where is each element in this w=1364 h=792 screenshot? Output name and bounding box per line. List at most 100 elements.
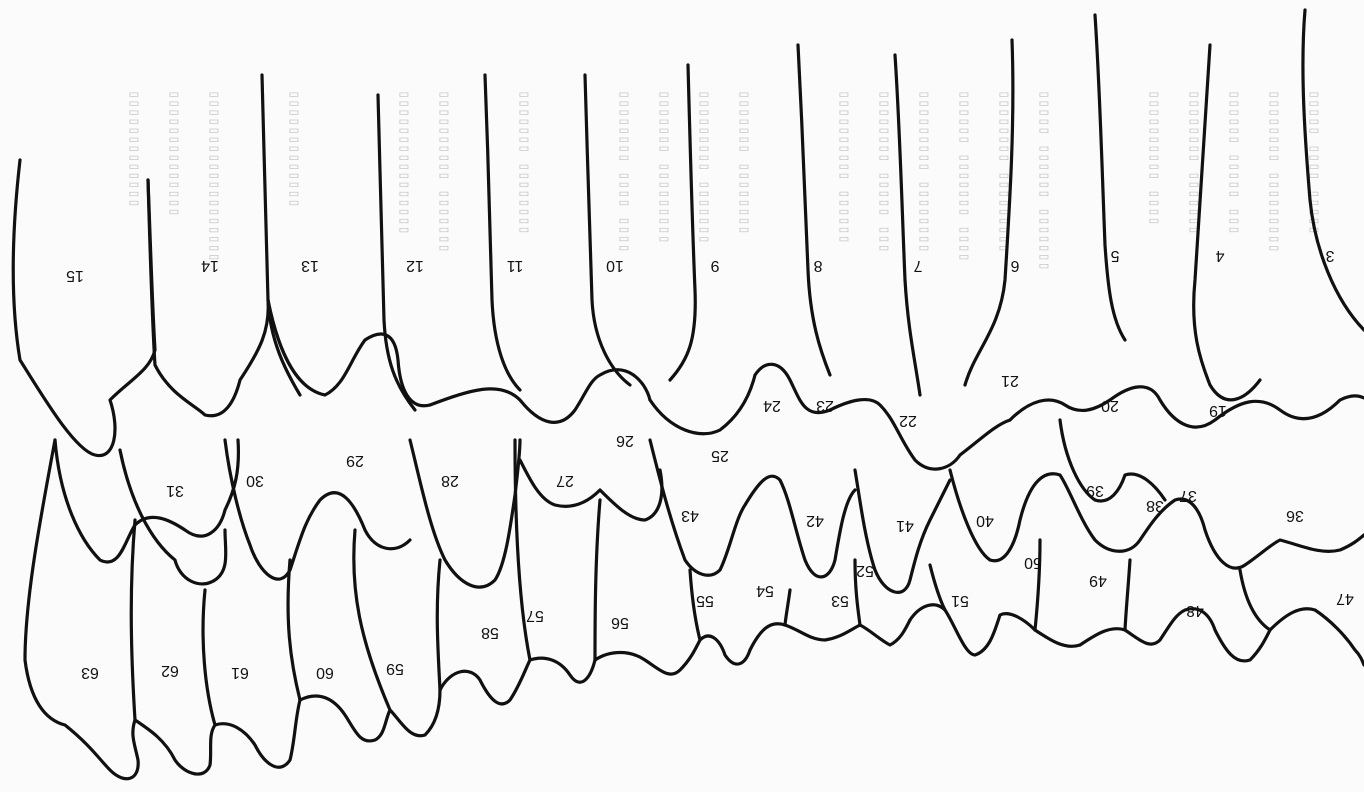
region-labels: 3456789101112131415192021222324252627282…	[66, 247, 1354, 681]
region-label: 61	[231, 664, 249, 681]
region-label: 48	[1186, 602, 1204, 619]
region-label: 15	[66, 267, 84, 284]
svg-text:▯▯▯▯▯▯▯▯▯▯▯▯▯▯: ▯▯▯▯▯▯▯▯▯▯▯▯▯▯	[165, 90, 182, 216]
outline-divider	[203, 590, 215, 725]
outline-divider	[354, 530, 390, 710]
svg-text:▯▯▯▯▯▯▯▯▯▯▯▯▯▯▯▯: ▯▯▯▯▯▯▯▯▯▯▯▯▯▯▯▯	[395, 90, 412, 235]
outline-divider	[785, 590, 790, 625]
region-label: 23	[816, 397, 834, 414]
svg-text:▯▯▯▯▯▯▯ ▯▯▯▯▯▯▯▯: ▯▯▯▯▯▯▯ ▯▯▯▯▯▯▯▯	[735, 90, 752, 234]
region-label: 14	[201, 257, 219, 274]
region-label: 21	[1001, 372, 1019, 389]
outline-row2-mid-c	[410, 440, 520, 587]
region-label: 12	[406, 257, 424, 274]
region-label: 26	[616, 432, 634, 449]
svg-text:▯▯▯▯▯▯▯▯▯▯ ▯▯▯▯: ▯▯▯▯▯▯▯▯▯▯ ▯▯▯▯	[1145, 90, 1162, 225]
outline-teeth-h	[1270, 609, 1364, 665]
outline-divider	[1035, 540, 1040, 630]
outline-strand	[670, 65, 695, 380]
svg-text:▯▯▯▯▯▯▯▯▯▯▯▯▯▯▯▯▯▯▯: ▯▯▯▯▯▯▯▯▯▯▯▯▯▯▯▯▯▯▯	[205, 90, 222, 262]
region-label: 25	[711, 447, 729, 464]
svg-text:▯▯▯▯▯▯▯▯▯▯ ▯▯▯▯▯▯: ▯▯▯▯▯▯▯▯▯▯ ▯▯▯▯▯▯	[835, 90, 852, 244]
outline-row2-mid-e	[650, 440, 855, 577]
region-label: 55	[696, 592, 714, 609]
region-label: 27	[556, 472, 574, 489]
region-label: 39	[1086, 482, 1104, 499]
outline-strand	[798, 45, 830, 375]
region-label: 10	[606, 257, 624, 274]
region-label: 24	[763, 397, 781, 414]
outline-band-c	[830, 400, 1010, 470]
region-label: 29	[346, 452, 364, 469]
region-label: 52	[856, 562, 874, 579]
region-label: 7	[913, 257, 922, 274]
svg-text:▯▯▯▯▯▯▯▯ ▯▯▯▯▯ ▯▯▯: ▯▯▯▯▯▯▯▯ ▯▯▯▯▯ ▯▯▯	[875, 90, 892, 253]
region-label: 53	[831, 592, 849, 609]
outline-strand	[1095, 15, 1125, 340]
outline-divider	[595, 500, 600, 660]
outline-teeth-b	[300, 690, 440, 741]
region-label: 36	[1286, 507, 1304, 524]
region-label: 28	[441, 472, 459, 489]
region-label: 62	[161, 662, 179, 679]
outline-divider	[1240, 570, 1270, 630]
region-label: 8	[813, 257, 822, 274]
region-label: 38	[1146, 497, 1164, 514]
svg-text:▯▯▯▯▯▯▯▯▯▯▯▯▯: ▯▯▯▯▯▯▯▯▯▯▯▯▯	[285, 90, 302, 207]
svg-text:▯▯▯▯▯▯▯▯▯▯ ▯▯▯▯▯▯▯: ▯▯▯▯▯▯▯▯▯▯ ▯▯▯▯▯▯▯	[435, 90, 452, 253]
outline-row2-mid-b	[225, 440, 410, 579]
svg-text:▯▯▯▯▯ ▯▯▯▯▯▯ ▯▯▯▯▯▯▯: ▯▯▯▯▯ ▯▯▯▯▯▯ ▯▯▯▯▯▯▯	[1035, 90, 1052, 271]
region-label: 57	[526, 607, 544, 624]
region-label: 13	[301, 257, 319, 274]
svg-text:▯▯▯▯▯▯▯ ▯▯▯▯▯▯▯▯: ▯▯▯▯▯▯▯ ▯▯▯▯▯▯▯▯	[515, 90, 532, 234]
svg-text:▯▯▯▯▯▯▯▯▯ ▯▯▯▯▯▯▯: ▯▯▯▯▯▯▯▯▯ ▯▯▯▯▯▯▯	[695, 90, 712, 244]
outline-row2-chain	[1060, 420, 1165, 501]
region-label: 54	[756, 582, 774, 599]
region-label: 40	[976, 512, 994, 529]
outline-teeth-c	[440, 658, 595, 704]
outline-band-d	[1010, 387, 1364, 427]
region-label: 3	[1325, 247, 1334, 264]
region-label: 30	[246, 472, 264, 489]
outline-strand	[485, 75, 520, 390]
svg-text:▯▯▯▯▯▯ ▯▯▯▯▯▯▯ ▯▯▯▯: ▯▯▯▯▯▯ ▯▯▯▯▯▯▯ ▯▯▯▯	[955, 90, 972, 262]
outline-teeth-f	[910, 605, 1080, 655]
svg-text:▯▯▯▯▯▯▯ ▯▯▯▯▯▯▯▯▯: ▯▯▯▯▯▯▯ ▯▯▯▯▯▯▯▯▯	[655, 90, 672, 244]
svg-text:▯▯▯▯▯▯▯▯ ▯▯▯▯ ▯▯▯▯: ▯▯▯▯▯▯▯▯ ▯▯▯▯ ▯▯▯▯	[615, 90, 632, 253]
outline-band-a	[430, 370, 650, 423]
outline-row2-mid-d	[520, 460, 662, 520]
region-label: 42	[806, 512, 824, 529]
outline-divider	[288, 560, 300, 700]
region-label: 49	[1089, 572, 1107, 589]
outline-teeth-g	[1080, 609, 1270, 661]
region-label: 60	[316, 664, 334, 681]
region-label: 20	[1101, 397, 1119, 414]
svg-text:▯▯▯▯▯▯ ▯▯▯▯▯ ▯▯▯: ▯▯▯▯▯▯ ▯▯▯▯▯ ▯▯▯	[1225, 90, 1242, 234]
outline-row2-left	[55, 440, 238, 562]
region-label: 19	[1209, 402, 1227, 419]
region-label: 58	[481, 624, 499, 641]
region-label: 22	[899, 412, 917, 429]
svg-text:▯▯▯▯▯▯▯▯▯ ▯▯▯▯▯▯▯▯: ▯▯▯▯▯▯▯▯▯ ▯▯▯▯▯▯▯▯	[915, 90, 932, 253]
region-label: 31	[166, 482, 184, 499]
outline-teeth-e	[750, 620, 910, 650]
region-label: 59	[386, 660, 404, 677]
region-label: 56	[611, 614, 629, 631]
region-label: 41	[896, 517, 914, 534]
region-label: 63	[81, 664, 99, 681]
region-label: 43	[681, 507, 699, 524]
region-label: 6	[1010, 257, 1019, 274]
region-label: 5	[1110, 247, 1119, 264]
outline-13-12	[268, 300, 430, 406]
region-label: 4	[1215, 247, 1224, 264]
region-label: 50	[1024, 554, 1042, 571]
svg-text:▯▯▯▯▯▯▯▯▯▯▯▯▯: ▯▯▯▯▯▯▯▯▯▯▯▯▯	[125, 90, 142, 207]
outline-teeth-a	[135, 700, 300, 774]
outline-teeth-left	[25, 440, 138, 779]
outline-band-b	[650, 364, 830, 433]
bleed-through-text: ▯▯▯▯▯ ▯▯▯▯ ▯▯▯▯▯ ▯▯▯▯▯▯▯▯ ▯▯▯▯▯▯▯▯▯ ▯▯▯▯…	[125, 90, 1322, 271]
outline-row2-mid-a	[120, 450, 226, 584]
svg-text:▯▯▯▯▯▯▯▯ ▯▯▯▯▯▯▯▯▯: ▯▯▯▯▯▯▯▯ ▯▯▯▯▯▯▯▯▯	[1265, 90, 1282, 253]
